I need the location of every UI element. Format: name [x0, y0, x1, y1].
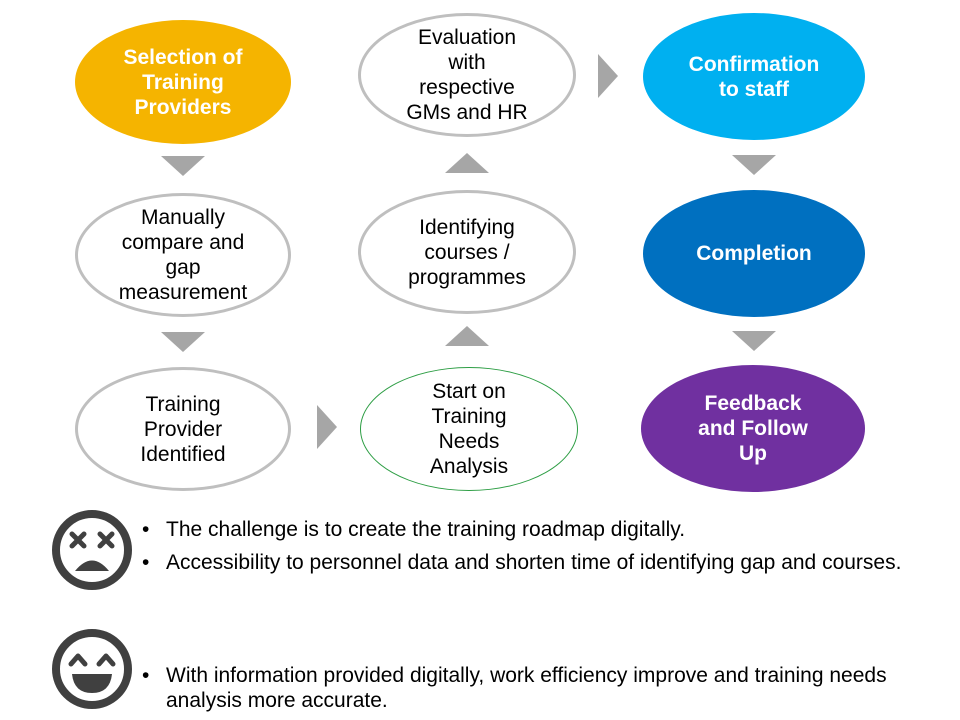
dizzy-sad-face-icon	[52, 510, 132, 590]
node-label: Identifying courses / programmes	[408, 215, 526, 289]
happy-face-icon	[52, 629, 132, 709]
arrow-up-icon	[445, 153, 489, 173]
node-label: Evaluation with respective GMs and HR	[406, 26, 528, 124]
node-identifying-courses: Identifying courses / programmes	[358, 190, 576, 314]
node-selection-of-training-providers: Selection of Training Providers	[75, 20, 291, 144]
node-training-provider-identified: Training Provider Identified	[75, 367, 291, 491]
node-confirmation-to-staff: Confirmation to staff	[643, 13, 865, 140]
node-evaluation: Evaluation with respective GMs and HR	[358, 13, 576, 137]
node-label: Training Provider Identified	[140, 392, 226, 466]
node-label: Feedback and Follow Up	[698, 392, 808, 465]
arrow-right-icon	[598, 54, 618, 98]
arrow-right-icon	[317, 405, 337, 449]
node-feedback-and-follow-up: Feedback and Follow Up	[641, 365, 865, 492]
arrow-down-icon	[732, 331, 776, 351]
node-completion: Completion	[643, 190, 865, 317]
node-label: Completion	[696, 242, 812, 265]
node-label: Manually compare and gap measurement	[118, 206, 248, 304]
arrow-down-icon	[161, 332, 205, 352]
bullet-item: Accessibility to personnel data and shor…	[142, 550, 922, 575]
challenge-bullet-list: The challenge is to create the training …	[142, 517, 922, 575]
node-label: Confirmation to staff	[688, 52, 820, 101]
arrow-down-icon	[732, 155, 776, 175]
bullet-item: The challenge is to create the training …	[142, 517, 922, 542]
node-label: Start on Training Needs Analysis	[429, 380, 509, 478]
arrow-up-icon	[445, 326, 489, 346]
node-manually-compare: Manually compare and gap measurement	[75, 193, 291, 317]
node-start-training-needs-analysis: Start on Training Needs Analysis	[360, 367, 578, 491]
node-label: Selection of Training Providers	[123, 45, 243, 119]
bullet-item: With information provided digitally, wor…	[142, 663, 922, 713]
benefit-bullet-list: With information provided digitally, wor…	[142, 663, 922, 713]
arrow-down-icon	[161, 156, 205, 176]
